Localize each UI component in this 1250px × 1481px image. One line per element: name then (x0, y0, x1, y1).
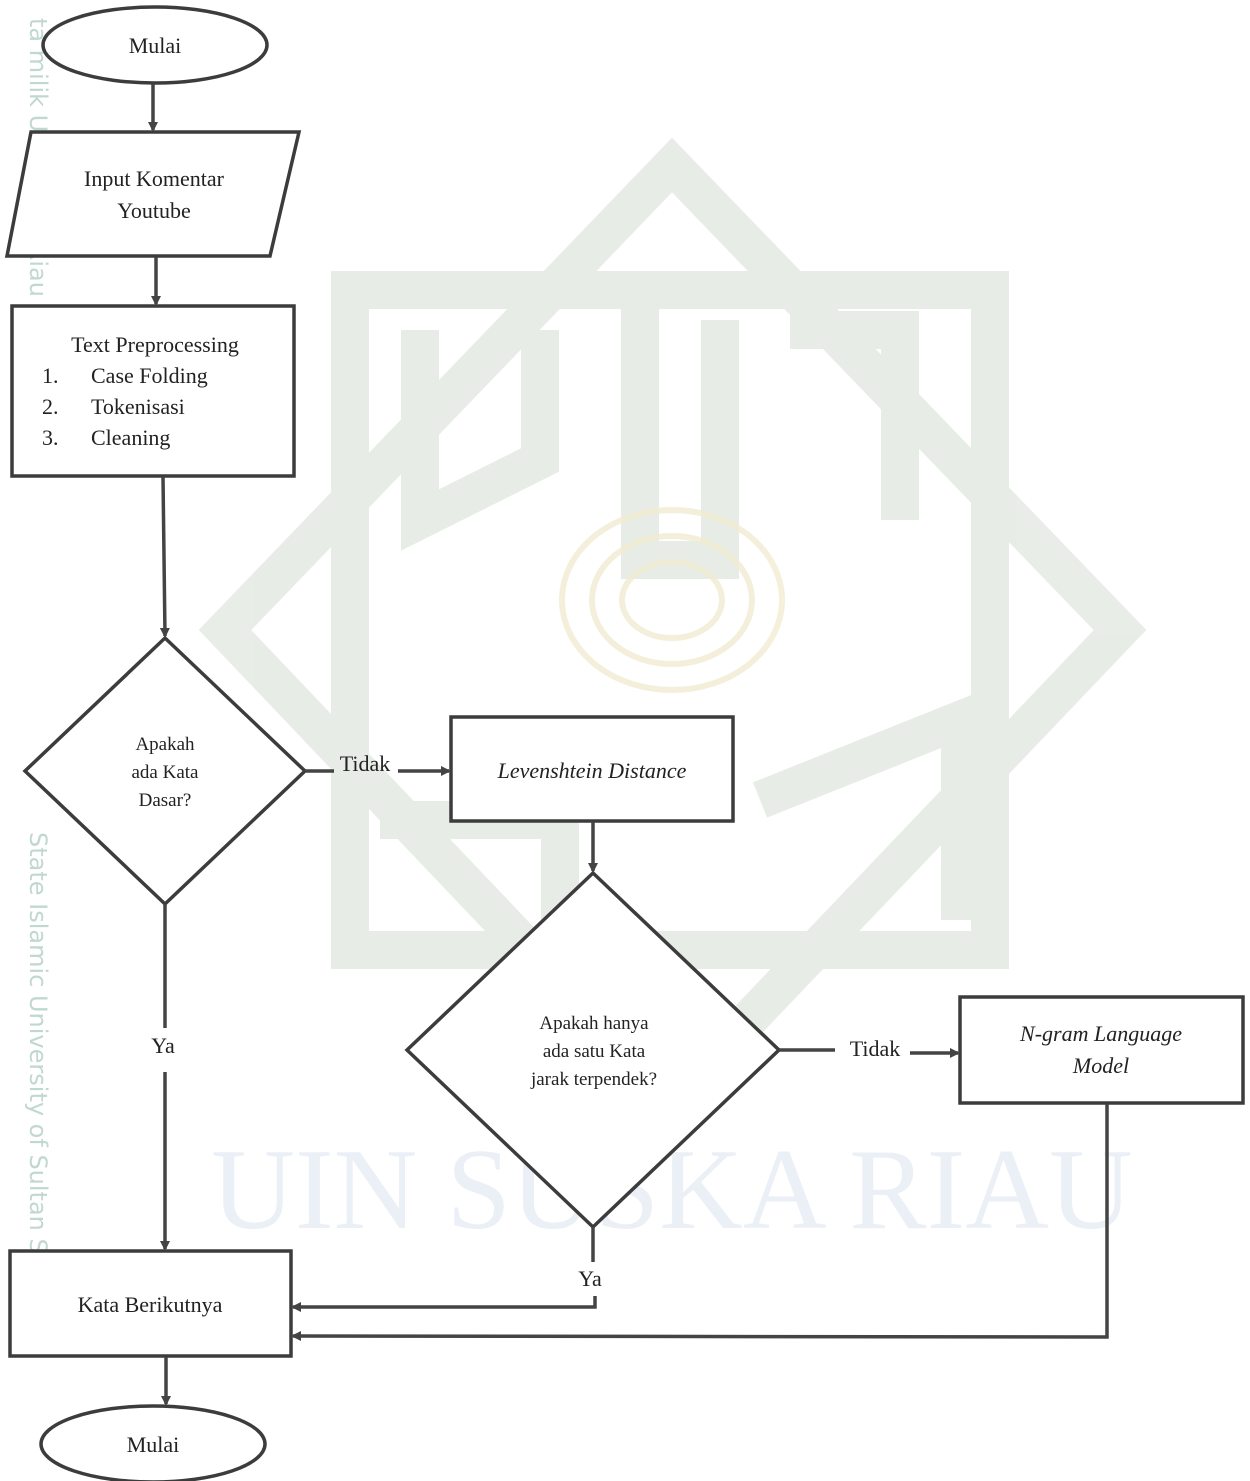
preprocessing-item-number: 2. (42, 394, 59, 419)
edge-label-yes: Ya (151, 1033, 175, 1058)
next-word-label: Kata Berikutnya (78, 1292, 223, 1317)
edge-label-yes: Ya (578, 1266, 602, 1291)
preprocessing-item-text: Case Folding (91, 363, 208, 388)
watermark-side-text-bottom: State Islamic University of Sultan Syari (24, 832, 52, 1299)
levenshtein-label: Levenshtein Distance (497, 758, 687, 783)
preprocessing-title: Text Preprocessing (71, 332, 239, 357)
input-label-line2: Youtube (117, 198, 191, 223)
decision2-line1: Apakah hanya (539, 1013, 649, 1034)
ngram-label-line1: N-gram Language (1019, 1021, 1182, 1046)
arrow-preprocessing-to-decision1 (159, 476, 170, 638)
decision1-line2: ada Kata (132, 762, 200, 783)
start-terminator: Mulai (41, 5, 269, 85)
watermark-rosette (559, 507, 785, 693)
decision2-line2: ada satu Kata (543, 1041, 646, 1062)
next-word-process: Kata Berikutnya (8, 1249, 293, 1358)
arrow-ngram-to-next-word (291, 1104, 1109, 1342)
end-terminator: Mulai (39, 1404, 267, 1481)
preprocessing-item-number: 3. (42, 425, 59, 450)
decision2-line3: jarak terpendek? (530, 1069, 657, 1090)
end-label: Mulai (127, 1432, 180, 1457)
input-parallelogram: Input Komentar Youtube (4, 130, 302, 258)
edge-label-no: Tidak (340, 751, 391, 776)
arrow-decision2-to-next-word (291, 1296, 597, 1312)
preprocessing-item-number: 1. (42, 363, 59, 388)
input-label-line1: Input Komentar (84, 166, 225, 191)
ngram-process: N-gram Language Model (958, 995, 1245, 1105)
ngram-label-line2: Model (1072, 1053, 1129, 1078)
edge-label-no: Tidak (850, 1036, 901, 1061)
preprocessing-item-text: Cleaning (91, 425, 170, 450)
decision-base-word: Apakah ada Kata Dasar? (22, 635, 308, 907)
preprocessing-process: Text Preprocessing 1. Case Folding 2. To… (10, 304, 296, 478)
levenshtein-process: Levenshtein Distance (449, 715, 735, 823)
decision1-line1: Apakah (135, 734, 195, 755)
start-label: Mulai (129, 33, 182, 58)
decision1-line3: Dasar? (139, 790, 192, 811)
preprocessing-item-text: Tokenisasi (91, 394, 185, 419)
